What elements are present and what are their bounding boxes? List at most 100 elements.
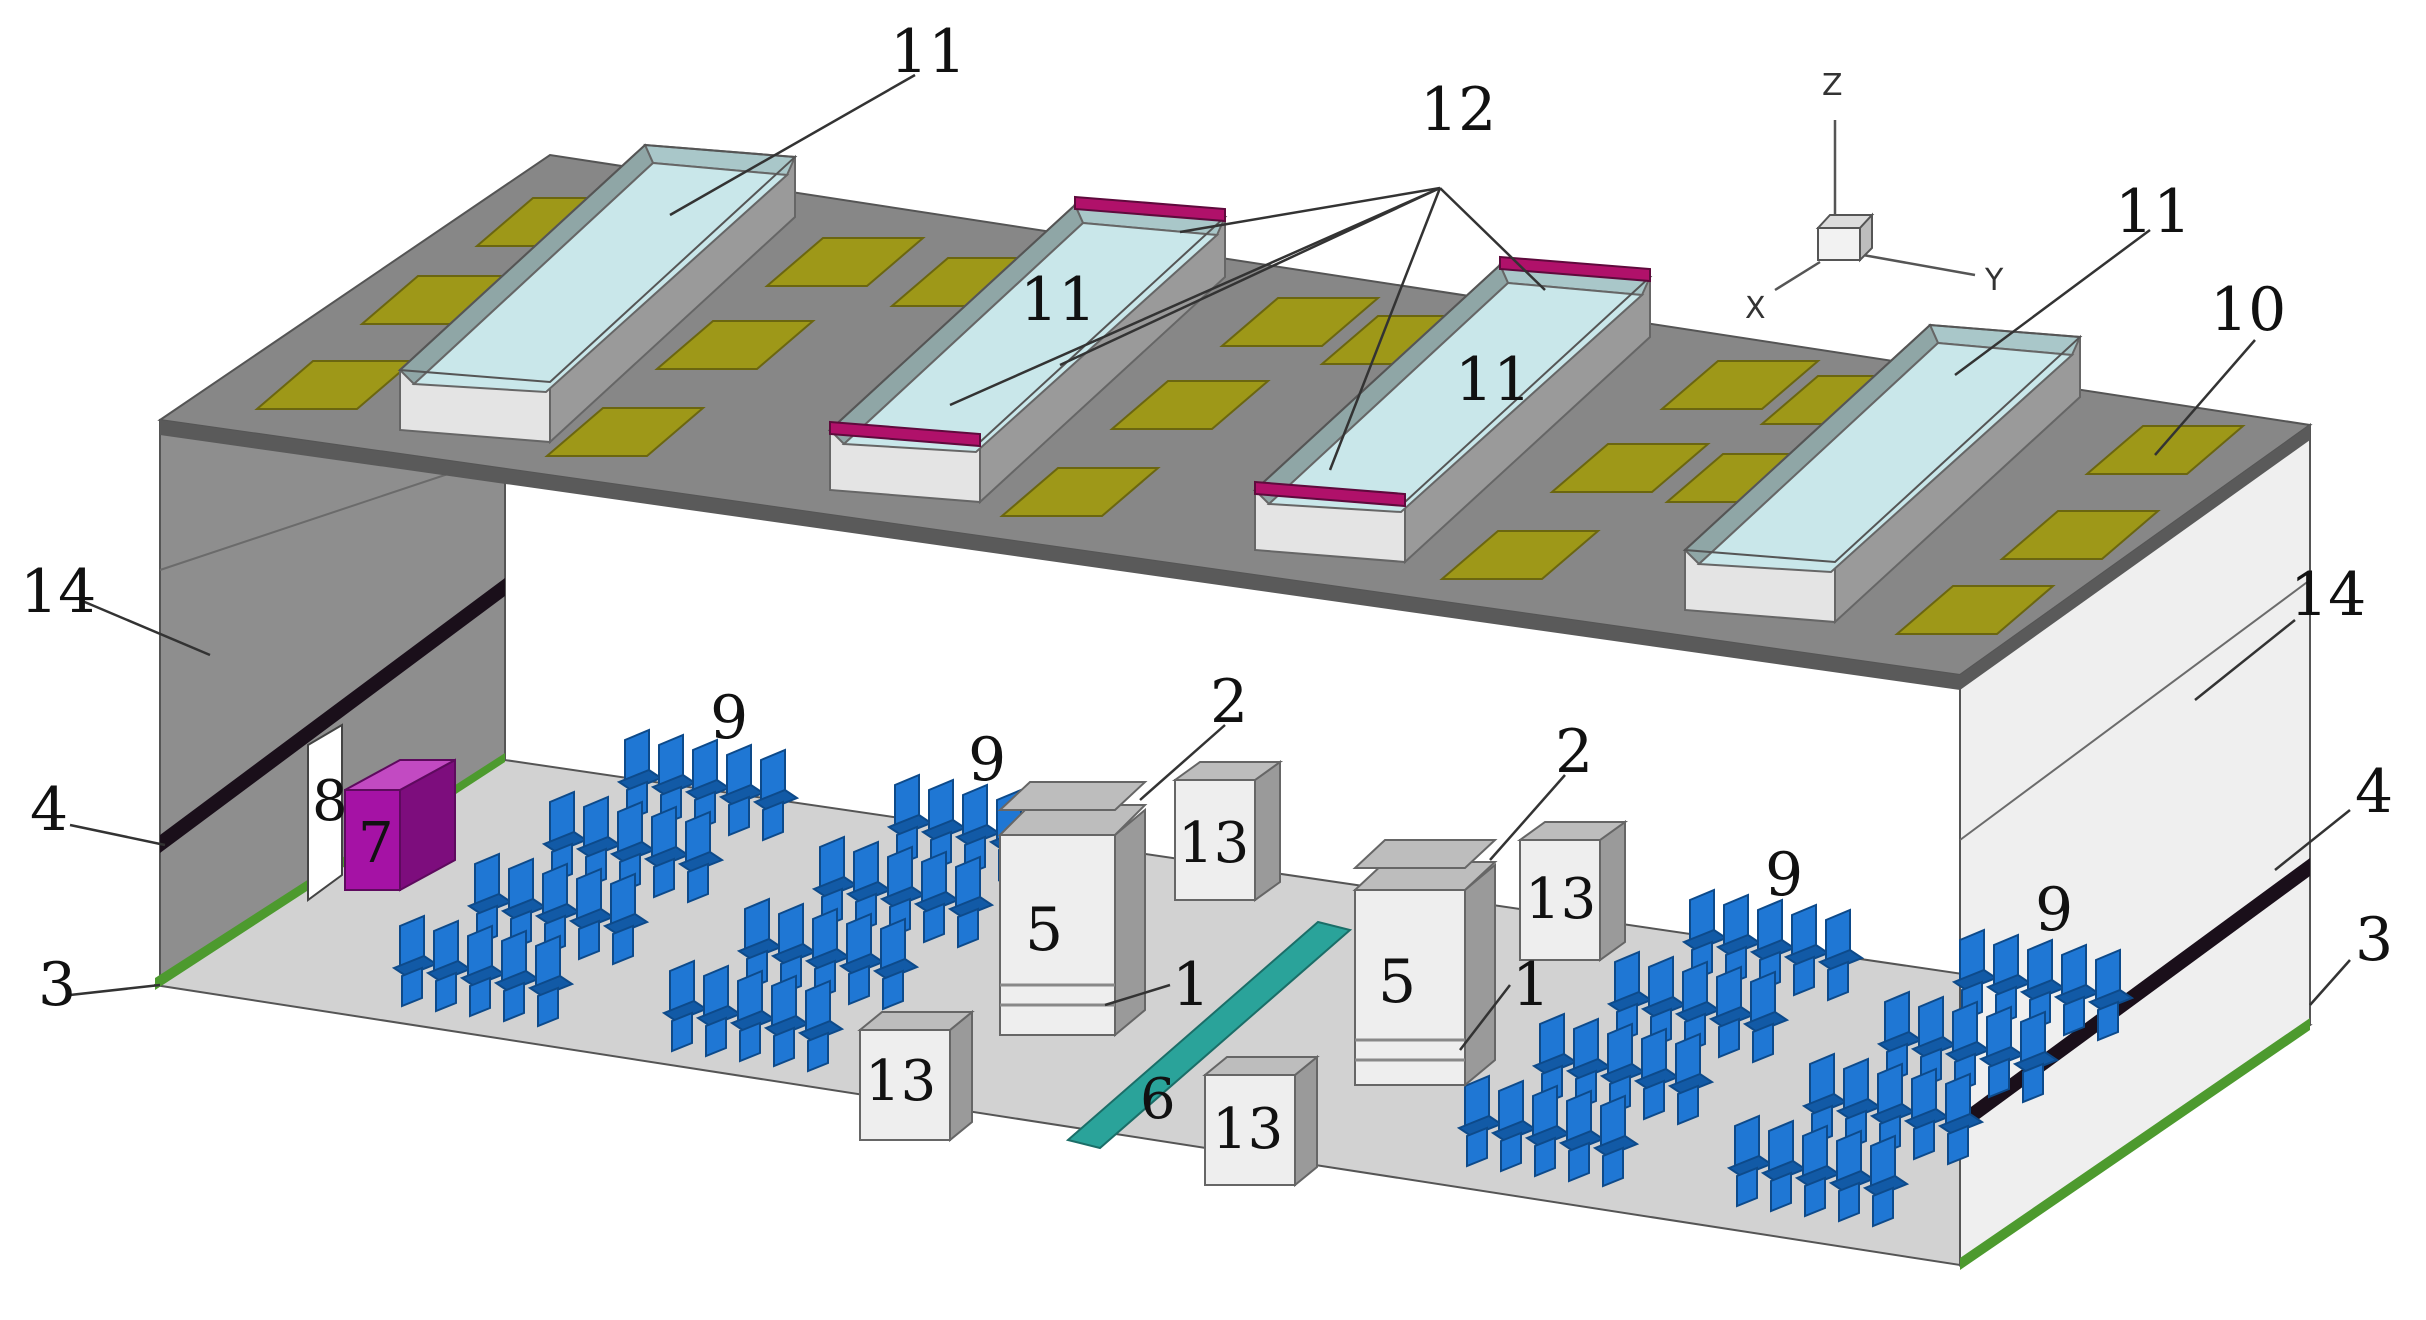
label-1-right: 1 [1512,950,1550,1020]
equipment-column-left [997,781,1148,1038]
box-13-lower-right [1202,1054,1320,1188]
seat-cushion [1742,1010,1790,1034]
vent-panel [1894,585,2056,635]
seat-base [1643,1079,1665,1121]
duct-rim [397,143,798,384]
vent-panel [764,237,926,287]
label-9-d: 9 [2035,875,2073,945]
seat-base [1736,1166,1758,1208]
seat-base [469,976,491,1018]
axis-y-label: Y [1984,263,2004,298]
vent-panel [999,467,1161,517]
wall-strip-left [160,578,505,853]
seat-base [739,1021,761,1063]
seat-base [1466,1126,1488,1168]
seat-cushion [602,912,650,936]
vent-panel [1549,443,1711,493]
seat-base [653,857,675,899]
label-13-a: 13 [1178,811,1249,876]
label-13-b: 13 [1525,867,1596,932]
louver [1074,195,1226,223]
box-13-upper-left [1171,760,1284,902]
floor-strip [1065,920,1353,1150]
label-11-a: 11 [890,17,966,87]
seat-cushion [1817,948,1865,972]
vent-panel [544,407,706,457]
seat-base [687,862,709,904]
passenger-seats [391,728,2135,1228]
louver [1499,255,1651,283]
roof-right-edge [1960,425,2310,690]
equipment-column-right [1352,839,1498,1088]
seat-base [923,902,945,944]
vent-panel [654,320,816,370]
seat-base [1500,1131,1522,1173]
label-13-c: 13 [865,1049,936,1114]
seat-base [957,907,979,949]
door [307,723,343,902]
seat-base [671,1011,693,1053]
seat-base [1568,1141,1590,1183]
seat-cushion [2087,988,2135,1012]
vent-panel [1219,297,1381,347]
seat-cushion [797,1019,845,1043]
seat-base [612,924,634,966]
right-wall-line [1959,579,2311,841]
seat-cushion [527,974,575,998]
label-9-b: 9 [968,725,1006,795]
seat-cushion [947,895,995,919]
label-8: 8 [312,769,348,834]
seat-base [401,966,423,1008]
label-4-right: 4 [2355,757,2393,827]
label-12: 12 [1420,75,1496,145]
leader-lines [69,73,2351,1051]
seat-base [1718,1017,1740,1059]
duct-floor [841,221,1220,454]
seat-base [728,795,750,837]
vent-panel [1109,380,1271,430]
vent-panel [2084,425,2246,475]
louver [829,420,981,448]
axis-z-label: Z [1822,68,1843,103]
label-11-b: 11 [2115,177,2191,247]
label-11-c: 11 [1020,265,1096,335]
label-13-d: 13 [1212,1097,1283,1162]
seat-base [705,1016,727,1058]
seat-base [882,969,904,1011]
part-labels: 11 12 11 11 11 10 14 14 4 4 3 3 8 7 9 9 … [20,17,2393,1162]
seat-cushion [752,788,800,812]
seat-base [1827,960,1849,1002]
seat-base [762,800,784,842]
seat-base [1988,1057,2010,1099]
duct-floor [1266,281,1645,514]
label-5-right: 5 [1378,947,1416,1017]
seat-base [1770,1171,1792,1213]
label-9-c: 9 [1765,840,1803,910]
label-10: 10 [2210,275,2286,345]
label-5-left: 5 [1025,895,1063,965]
vent-panel [254,360,416,410]
label-3-right: 3 [2355,905,2393,975]
seat-base [503,981,525,1023]
duct-rim [1682,323,2083,564]
cabinet [344,758,456,892]
seat-base [1752,1022,1774,1064]
seat-base [1872,1186,1894,1228]
seat-base [848,964,870,1006]
seat-base [1947,1124,1969,1166]
label-6: 6 [1140,1067,1176,1132]
seat-base [807,1031,829,1073]
seat-base [1793,955,1815,997]
seat-cushion [1667,1072,1715,1096]
seat-cushion [677,850,725,874]
seat-cushion [1937,1112,1985,1136]
label-2-left: 2 [1210,667,1248,737]
seat-base [2097,1000,2119,1042]
label-9-a: 9 [710,683,748,753]
box-13-lower-left [857,1009,975,1143]
label-14-right: 14 [2290,560,2366,630]
label-7: 7 [358,811,394,876]
seat-base [435,971,457,1013]
